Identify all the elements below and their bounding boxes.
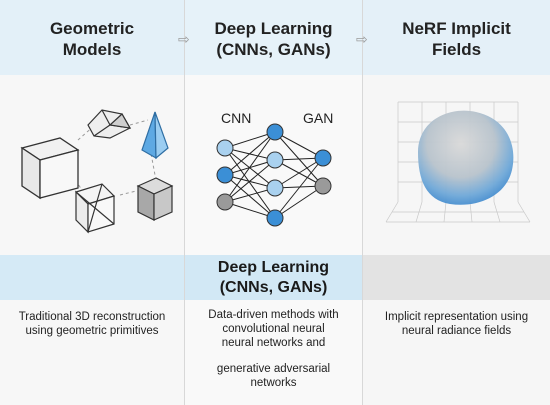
cube-icon — [136, 177, 174, 221]
network-node — [266, 209, 284, 227]
description-deep-learning-part2: generative adversarial networks — [216, 363, 331, 389]
polyhedron-icon — [87, 109, 132, 139]
description-geometric: Traditional 3D reconstruction using geom… — [18, 311, 166, 337]
header-band-geometric — [0, 0, 184, 75]
middle-band-left — [0, 255, 184, 300]
geometric-primitives-illustration — [20, 109, 174, 234]
wireframe-cube-icon — [74, 183, 116, 234]
header-band-nerf — [363, 0, 550, 75]
network-label-gan: GAN — [303, 110, 334, 126]
pyramid-icon — [141, 111, 169, 160]
network-node — [266, 179, 284, 197]
network-node — [266, 151, 284, 169]
arrow-right-icon: ⇨ — [356, 32, 368, 48]
column-title-geometric: Geometric Models — [49, 19, 135, 59]
network-node — [216, 139, 234, 157]
network-node — [314, 177, 332, 195]
network-edge — [224, 131, 276, 203]
middle-band-title: Deep Learning (CNNs, GANs) — [217, 259, 330, 296]
network-edge — [224, 147, 276, 219]
column-title-nerf: NeRF Implicit Fields — [402, 19, 511, 59]
column-divider — [184, 0, 185, 405]
network-edge — [274, 131, 324, 159]
header-band-deep-learning — [185, 0, 362, 75]
neural-network-icon — [216, 123, 332, 227]
column-title-deep-learning: Deep Learning (CNNs, GANs) — [214, 19, 333, 59]
description-deep-learning-part1: Data-driven methods with convolutional n… — [208, 309, 339, 349]
cube-icon — [20, 137, 80, 200]
network-edge — [274, 185, 324, 219]
network-edge — [274, 157, 324, 219]
network-edge — [224, 131, 276, 176]
arrow-right-icon: ⇨ — [178, 32, 190, 48]
network-label-cnn: CNN — [221, 110, 252, 126]
point-cloud-icon — [385, 101, 531, 223]
network-node — [266, 123, 284, 141]
network-node — [216, 166, 234, 184]
network-edge — [224, 174, 276, 219]
description-nerf: Implicit representation using neural rad… — [384, 311, 529, 337]
column-divider — [362, 0, 363, 405]
network-edge — [224, 159, 276, 203]
network-edge — [224, 201, 276, 219]
middle-band-center — [185, 255, 362, 300]
network-node — [314, 149, 332, 167]
network-edge — [274, 157, 324, 189]
middle-band-right — [363, 255, 550, 300]
network-edge — [224, 131, 276, 149]
network-edge — [224, 187, 276, 203]
network-node — [216, 193, 234, 211]
